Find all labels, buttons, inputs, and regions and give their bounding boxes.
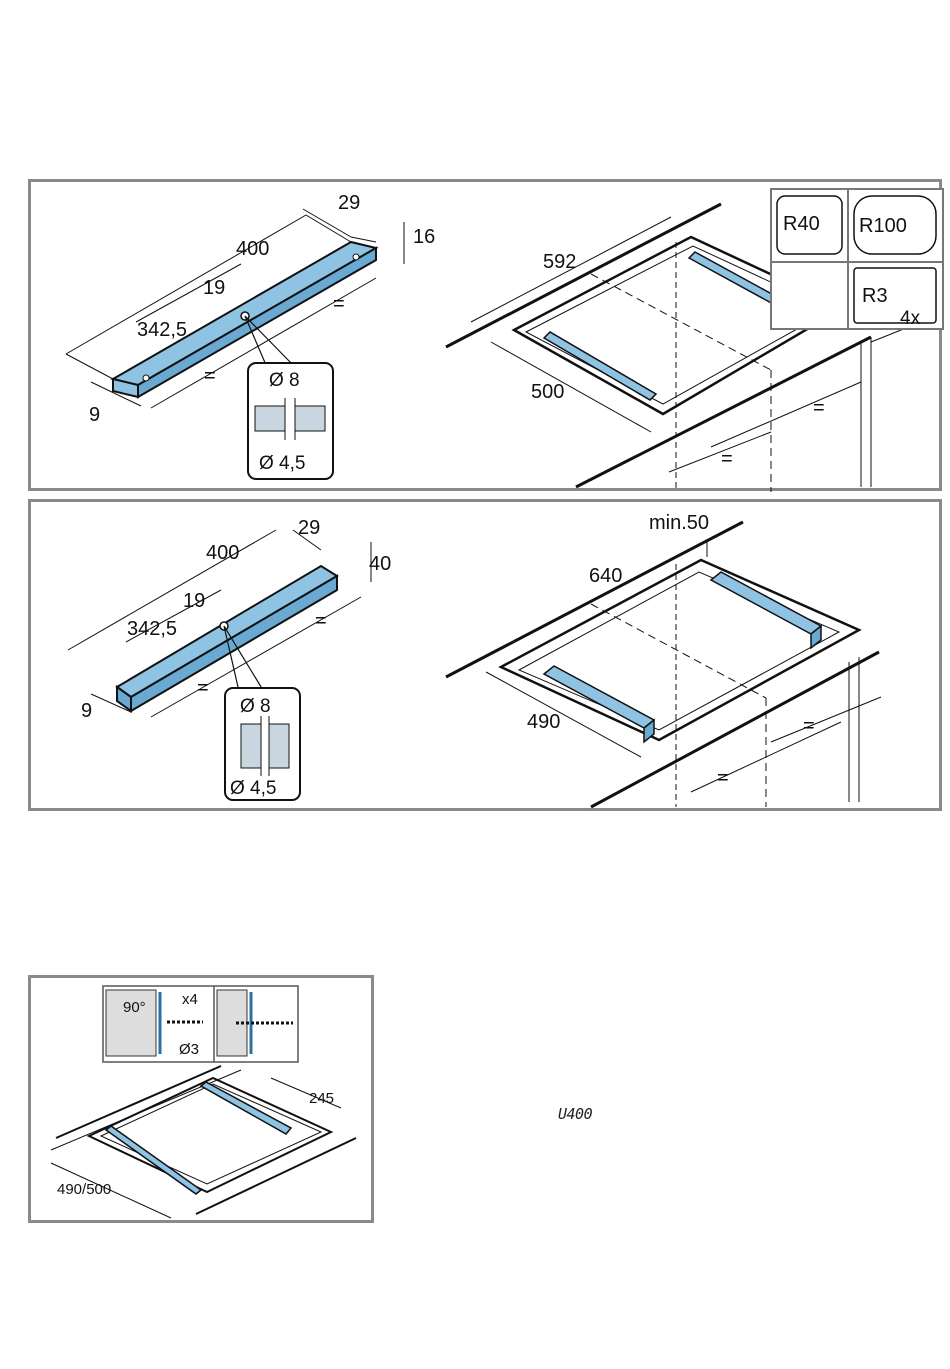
panel-installation-40mm: 400 29 40 19 342,5 9 = = Ø 8 Ø 4,5 xyxy=(28,499,942,811)
panel-bracket-mounting: 90° x4 Ø3 245 490/500 xyxy=(28,975,374,1223)
min-gap-label: min.50 xyxy=(649,512,709,534)
equal-sign-lower: = xyxy=(204,365,216,387)
equal-sign-bottom: = xyxy=(717,767,729,789)
strip-width-label: 29 xyxy=(298,517,320,539)
hole-detail: Ø 8 Ø 4,5 xyxy=(225,688,300,800)
cutout-strip-rear xyxy=(711,572,821,648)
panel-installation-16mm: 400 29 16 19 342,5 9 = = Ø 8 Ø 4,5 xyxy=(28,179,942,491)
hole-diameter-label: Ø 4,5 xyxy=(230,778,276,799)
drill-diameter-label: Ø3 xyxy=(179,1041,199,1058)
model-code: U400 xyxy=(558,1105,592,1123)
strip-width-label: 29 xyxy=(338,192,360,214)
strip-height-label: 40 xyxy=(369,553,391,575)
drill-angle-label: 90° xyxy=(123,999,146,1016)
strip-length-label: 400 xyxy=(206,542,239,564)
strip-length-label: 400 xyxy=(236,238,269,260)
equal-sign-upper: = xyxy=(333,293,345,315)
cutout-width-label: 592 xyxy=(543,251,576,273)
corner-radii-inset: R40 R100 R3 4x xyxy=(771,189,943,329)
bracket-spacing-label: 245 xyxy=(309,1090,334,1107)
hole-offset-label: 19 xyxy=(203,277,225,299)
hole-detail: Ø 8 Ø 4,5 xyxy=(248,363,333,479)
end-offset-label: 9 xyxy=(81,700,92,722)
cutout-depth-label: 500 xyxy=(531,381,564,403)
counterbore-label: Ø 8 xyxy=(240,696,271,717)
drill-count-label: x4 xyxy=(182,991,198,1008)
hole-offset-label: 19 xyxy=(183,590,205,612)
radius-r3-label: R3 xyxy=(862,285,888,307)
radius-r100-label: R100 xyxy=(859,215,907,237)
hole-spacing-label: 342,5 xyxy=(137,319,187,341)
end-offset-label: 9 xyxy=(89,404,100,426)
hole-spacing-label: 342,5 xyxy=(127,618,177,640)
drilling-inset: 90° x4 Ø3 xyxy=(103,986,298,1062)
hole-diameter-label: Ø 4,5 xyxy=(259,453,305,474)
equal-sign-upper: = xyxy=(315,610,327,632)
cutout-depth-label: 490 xyxy=(527,711,560,733)
radius-r40-label: R40 xyxy=(783,213,820,235)
equal-sign-lower: = xyxy=(197,677,209,699)
counterbore-label: Ø 8 xyxy=(269,370,300,391)
equal-sign-bottom: = xyxy=(721,448,733,470)
cutout-width-label: 640 xyxy=(589,565,622,587)
strip-height-label: 16 xyxy=(413,226,435,248)
worktop-cutout-640 xyxy=(446,522,881,807)
radius-count-label: 4x xyxy=(900,308,921,329)
equal-sign-right: = xyxy=(813,397,825,419)
cutout-depth-label: 490/500 xyxy=(57,1181,111,1198)
equal-sign-right: = xyxy=(803,715,815,737)
